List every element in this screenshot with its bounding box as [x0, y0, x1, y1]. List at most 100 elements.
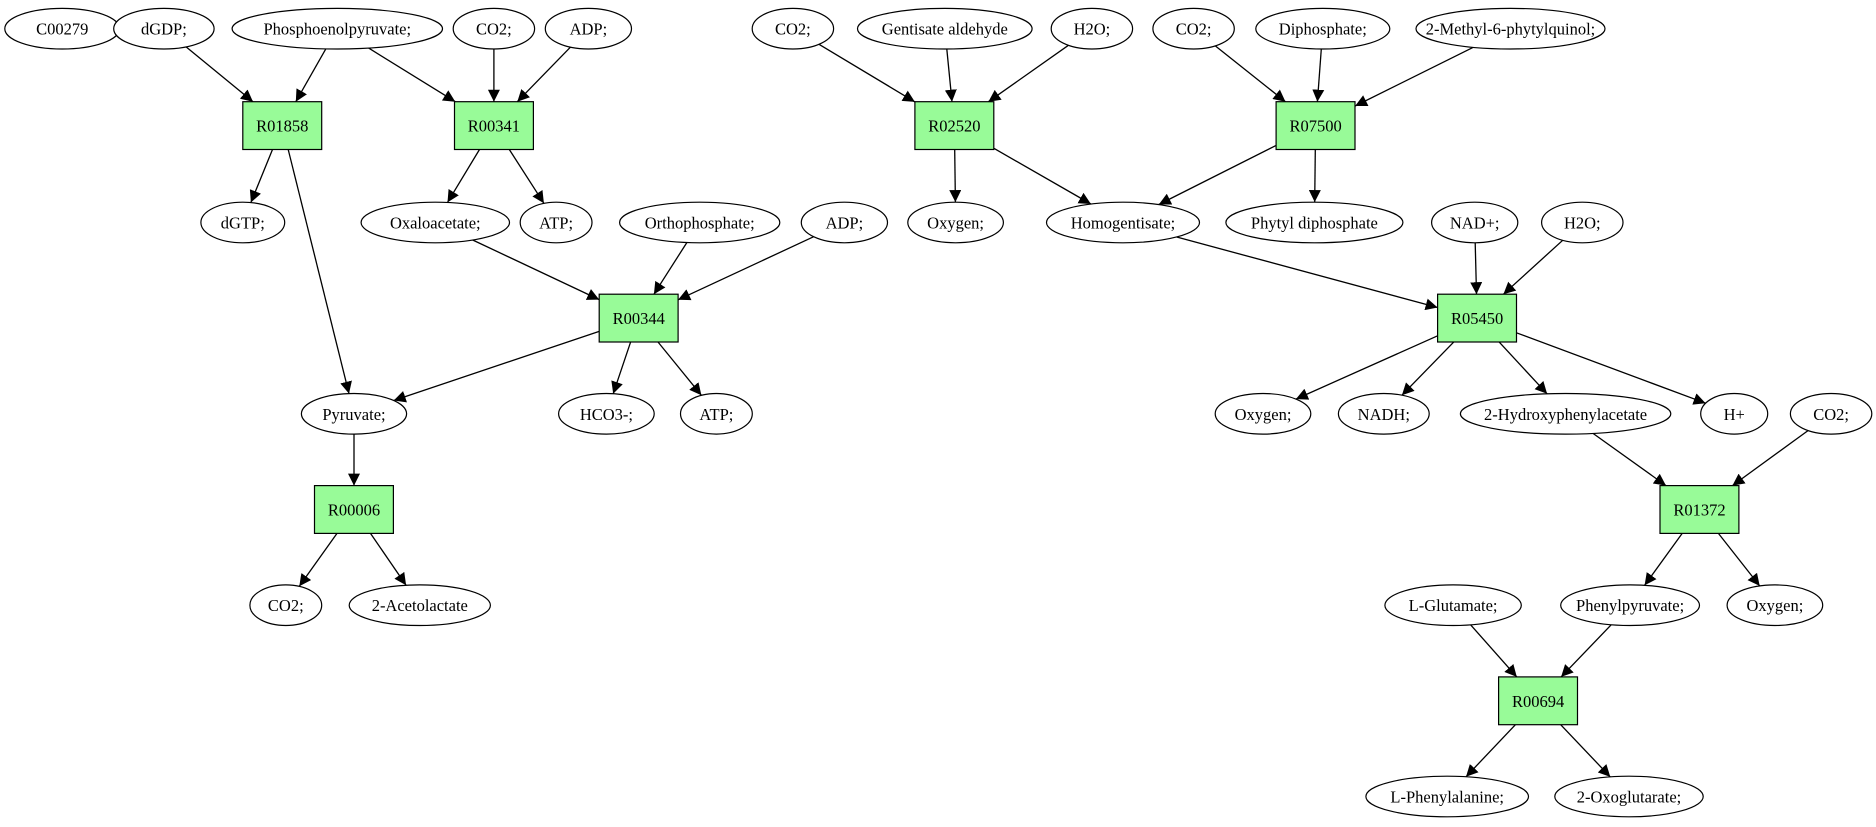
compound-ellipse	[1560, 584, 1701, 627]
node-label: R01372	[1673, 501, 1725, 520]
reaction-node-r_R01858[interactable]: R01858	[242, 101, 323, 151]
compound-node-c_co2_d[interactable]: CO2;	[1789, 392, 1873, 435]
compound-node-c_atp_a[interactable]: ATP;	[519, 201, 593, 244]
compound-ellipse	[907, 201, 1004, 244]
reaction-box	[914, 101, 995, 151]
edge-c_oxaloacetate-to-r_R00344	[472, 239, 600, 301]
edge-r_R01858-to-c_pyruvate	[287, 149, 352, 394]
node-label: L-Glutamate;	[1409, 596, 1498, 615]
edge-c_dgdp-to-r_R01858	[185, 46, 254, 103]
compound-node-c_h2o_a[interactable]: H2O;	[1050, 7, 1134, 50]
compound-ellipse	[856, 7, 1033, 50]
compound-ellipse	[1337, 392, 1430, 435]
reaction-node-r_R00006[interactable]: R00006	[313, 485, 395, 535]
compound-node-c_atp_b[interactable]: ATP;	[679, 392, 753, 435]
compound-node-c_mpq[interactable]: 2-Methyl-6-phytylquinol;	[1415, 7, 1606, 50]
compound-node-c_pep[interactable]: Phosphoenolpyruvate;	[231, 7, 444, 50]
node-label: R00341	[468, 117, 520, 136]
reaction-node-r_R01372[interactable]: R01372	[1659, 485, 1740, 535]
compound-node-c_gentisate_ald[interactable]: Gentisate aldehyde	[856, 7, 1033, 50]
node-label: R05450	[1451, 309, 1503, 328]
compound-node-c_dgdp[interactable]: dGDP;	[113, 7, 215, 50]
compound-node-c_phytyl_dp[interactable]: Phytyl diphosphate	[1225, 201, 1404, 244]
compound-node-c_oxaloacetate[interactable]: Oxaloacetate;	[360, 201, 511, 244]
compound-node-c_nad[interactable]: NAD+;	[1430, 201, 1519, 244]
edge-r_R01372-to-c_phenylpyruvate	[1644, 533, 1683, 586]
edge-r_R00694-to-c_2og	[1560, 724, 1611, 778]
edge-c_diphosphate-to-r_R07500	[1312, 48, 1325, 102]
compound-node-c_oxygen_a[interactable]: Oxygen;	[907, 201, 1004, 244]
node-label: CO2;	[1176, 20, 1212, 39]
compound-ellipse	[1255, 7, 1391, 50]
compound-node-c_homogentisate[interactable]: Homogentisate;	[1045, 201, 1201, 244]
compound-node-c_nadh[interactable]: NADH;	[1337, 392, 1430, 435]
compound-ellipse	[1415, 7, 1606, 50]
compound-node-c_co2_e[interactable]: CO2;	[249, 584, 323, 627]
compound-node-c_lphe[interactable]: L-Phenylalanine;	[1365, 775, 1530, 818]
compound-node-c_orthophosphate[interactable]: Orthophosphate;	[619, 201, 781, 244]
compound-node-c_hco3[interactable]: HCO3-;	[558, 392, 655, 435]
compound-ellipse	[1726, 584, 1824, 627]
compound-node-c_co2_b[interactable]: CO2;	[751, 7, 835, 50]
compound-node-c_dgtp[interactable]: dGTP;	[200, 201, 286, 244]
compound-ellipse	[360, 201, 511, 244]
node-label: Oxygen;	[1235, 405, 1292, 424]
node-label: Oxygen;	[1746, 596, 1803, 615]
compound-ellipse	[1459, 392, 1672, 435]
reaction-box	[1659, 485, 1740, 535]
compound-node-c_2hpa[interactable]: 2-Hydroxyphenylacetate	[1459, 392, 1672, 435]
compound-node-c_oxygen_c[interactable]: Oxygen;	[1726, 584, 1824, 627]
reaction-box	[598, 293, 679, 343]
compound-node-c_phenylpyruvate[interactable]: Phenylpyruvate;	[1560, 584, 1701, 627]
compound-node-c_lglutamate[interactable]: L-Glutamate;	[1384, 584, 1522, 627]
node-label: R07500	[1289, 117, 1341, 136]
compound-ellipse	[1430, 201, 1519, 244]
edge-c_h2o_b-to-r_R05450	[1502, 239, 1564, 295]
edge-c_co2_c-to-r_R07500	[1214, 45, 1286, 103]
edge-r_R00344-to-c_hco3	[611, 341, 632, 394]
reaction-node-r_R05450[interactable]: R05450	[1436, 293, 1518, 343]
compound-ellipse	[800, 201, 889, 244]
node-label: Homogentisate;	[1071, 214, 1175, 233]
reaction-node-r_R07500[interactable]: R07500	[1275, 101, 1356, 151]
compound-node-c_co2_c[interactable]: CO2;	[1152, 7, 1235, 50]
compound-ellipse	[619, 201, 781, 244]
compound-node-c_adp_a[interactable]: ADP;	[544, 7, 633, 50]
node-label: R00694	[1512, 692, 1564, 711]
compound-ellipse	[452, 7, 536, 50]
reaction-node-r_R00344[interactable]: R00344	[598, 293, 679, 343]
compound-node-c_acetolactate[interactable]: 2-Acetolactate	[348, 584, 491, 627]
compound-node-c_oxygen_b[interactable]: Oxygen;	[1214, 392, 1312, 435]
reaction-node-r_R00341[interactable]: R00341	[453, 101, 535, 151]
edge-r_R00344-to-c_atp_b	[657, 341, 702, 396]
node-label: H+	[1724, 405, 1745, 424]
compound-node-c_pyruvate[interactable]: Pyruvate;	[300, 392, 408, 435]
compound-node-c_2og[interactable]: 2-Oxoglutarate;	[1554, 775, 1704, 818]
compound-node-c_diphosphate[interactable]: Diphosphate;	[1255, 7, 1391, 50]
reaction-node-r_R02520[interactable]: R02520	[914, 101, 995, 151]
edge-c_adp_b-to-r_R00344	[677, 236, 814, 301]
reaction-node-r_R00694[interactable]: R00694	[1497, 676, 1579, 726]
reaction-box	[1275, 101, 1356, 151]
compound-node-c_hplus[interactable]: H+	[1700, 392, 1769, 435]
compound-node-c_h2o_b[interactable]: H2O;	[1541, 201, 1624, 244]
reaction-box	[453, 101, 535, 151]
edge-r_R05450-to-c_oxygen_b	[1295, 335, 1438, 400]
node-label: Phytyl diphosphate	[1251, 214, 1378, 233]
node-label: HCO3-;	[580, 405, 633, 424]
compound-node-c_co2_a[interactable]: CO2;	[452, 7, 536, 50]
compound-node-c_adp_b[interactable]: ADP;	[800, 201, 889, 244]
compound-node-c_c00279[interactable]: C00279	[4, 7, 121, 50]
edge-c_lglutamate-to-r_R00694	[1470, 624, 1518, 678]
edge-r_R00341-to-c_oxaloacetate	[446, 149, 481, 203]
node-label: ATP;	[699, 405, 733, 424]
edge-r_R07500-to-c_phytyl_dp	[1308, 149, 1321, 203]
edge-r_R00006-to-c_co2_e	[298, 533, 338, 587]
compound-ellipse	[1789, 392, 1873, 435]
edge-r_R05450-to-c_2hpa	[1498, 341, 1548, 395]
edge-c_pep-to-r_R01858	[295, 48, 327, 103]
reaction-box	[242, 101, 323, 151]
compound-ellipse	[558, 392, 655, 435]
node-label: R00344	[613, 309, 665, 328]
